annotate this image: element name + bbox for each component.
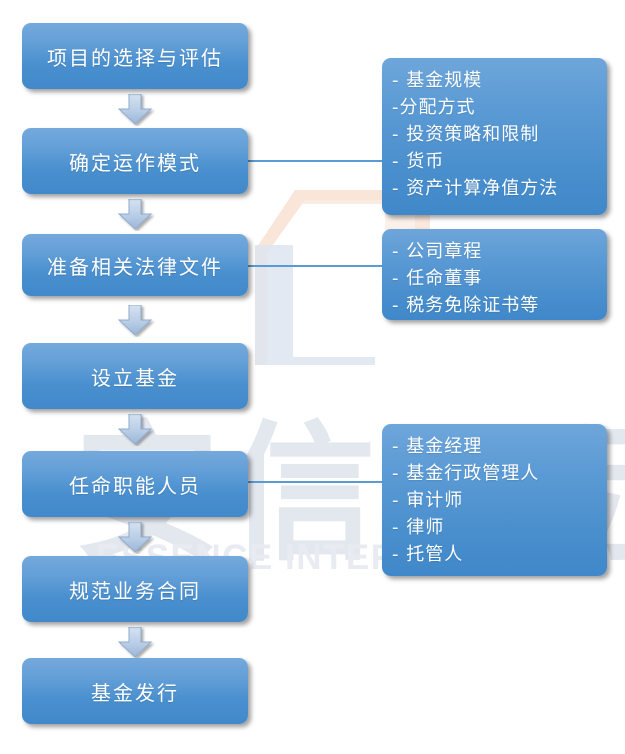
flow-node-label: 设立基金 [91, 365, 179, 390]
flow-node-label: 任命职能人员 [69, 473, 201, 498]
detail-item: - 资产计算净值方法 [392, 178, 559, 199]
detail-item: - 公司章程 [392, 241, 483, 262]
flow-node-label: 项目的选择与评估 [47, 45, 223, 70]
arrow-step4-step5 [118, 414, 156, 446]
detail-box-1[interactable]: - 基金规模 -分配方式 - 投资策略和限制 - 货币 - 资产计算净值方法 [382, 58, 607, 215]
connector-step3-detail2 [248, 265, 384, 267]
detail-item: - 律师 [392, 517, 445, 538]
detail-item: - 托管人 [392, 544, 464, 565]
flow-node-step-2[interactable]: 确定运作模式 [22, 128, 248, 194]
detail-item: - 审计师 [392, 490, 464, 511]
flow-node-label: 规范业务合同 [69, 578, 201, 603]
flow-node-step-3[interactable]: 准备相关法律文件 [22, 234, 248, 296]
detail-box-2[interactable]: - 公司章程 - 任命董事 - 税务免除证书等 [382, 229, 607, 320]
detail-item: - 货币 [392, 151, 445, 172]
detail-item: - 任命董事 [392, 268, 483, 289]
connector-step5-detail3 [248, 481, 384, 483]
detail-item: - 投资策略和限制 [392, 124, 540, 145]
arrow-step1-step2 [118, 94, 156, 126]
flow-node-step-7[interactable]: 基金发行 [22, 658, 248, 724]
detail-item: -分配方式 [392, 97, 476, 118]
arrow-step5-step6 [118, 522, 156, 554]
flow-node-label: 准备相关法律文件 [47, 254, 223, 279]
detail-box-3[interactable]: - 基金经理 - 基金行政管理人 - 审计师 - 律师 - 托管人 [382, 424, 607, 576]
detail-item: - 基金行政管理人 [392, 463, 540, 484]
detail-item: - 税务免除证书等 [392, 295, 540, 316]
flow-node-step-4[interactable]: 设立基金 [22, 343, 248, 409]
flow-node-step-5[interactable]: 任命职能人员 [22, 451, 248, 517]
arrow-step6-step7 [118, 627, 156, 659]
connector-step2-detail1 [248, 160, 384, 162]
detail-item: - 基金经理 [392, 436, 483, 457]
arrow-step2-step3 [118, 199, 156, 231]
arrow-step3-step4 [118, 305, 156, 337]
detail-item: - 基金规模 [392, 70, 483, 91]
flow-node-step-1[interactable]: 项目的选择与评估 [22, 23, 248, 89]
flow-node-label: 确定运作模式 [69, 150, 201, 175]
flow-node-step-6[interactable]: 规范业务合同 [22, 556, 248, 622]
flow-node-label: 基金发行 [91, 680, 179, 705]
